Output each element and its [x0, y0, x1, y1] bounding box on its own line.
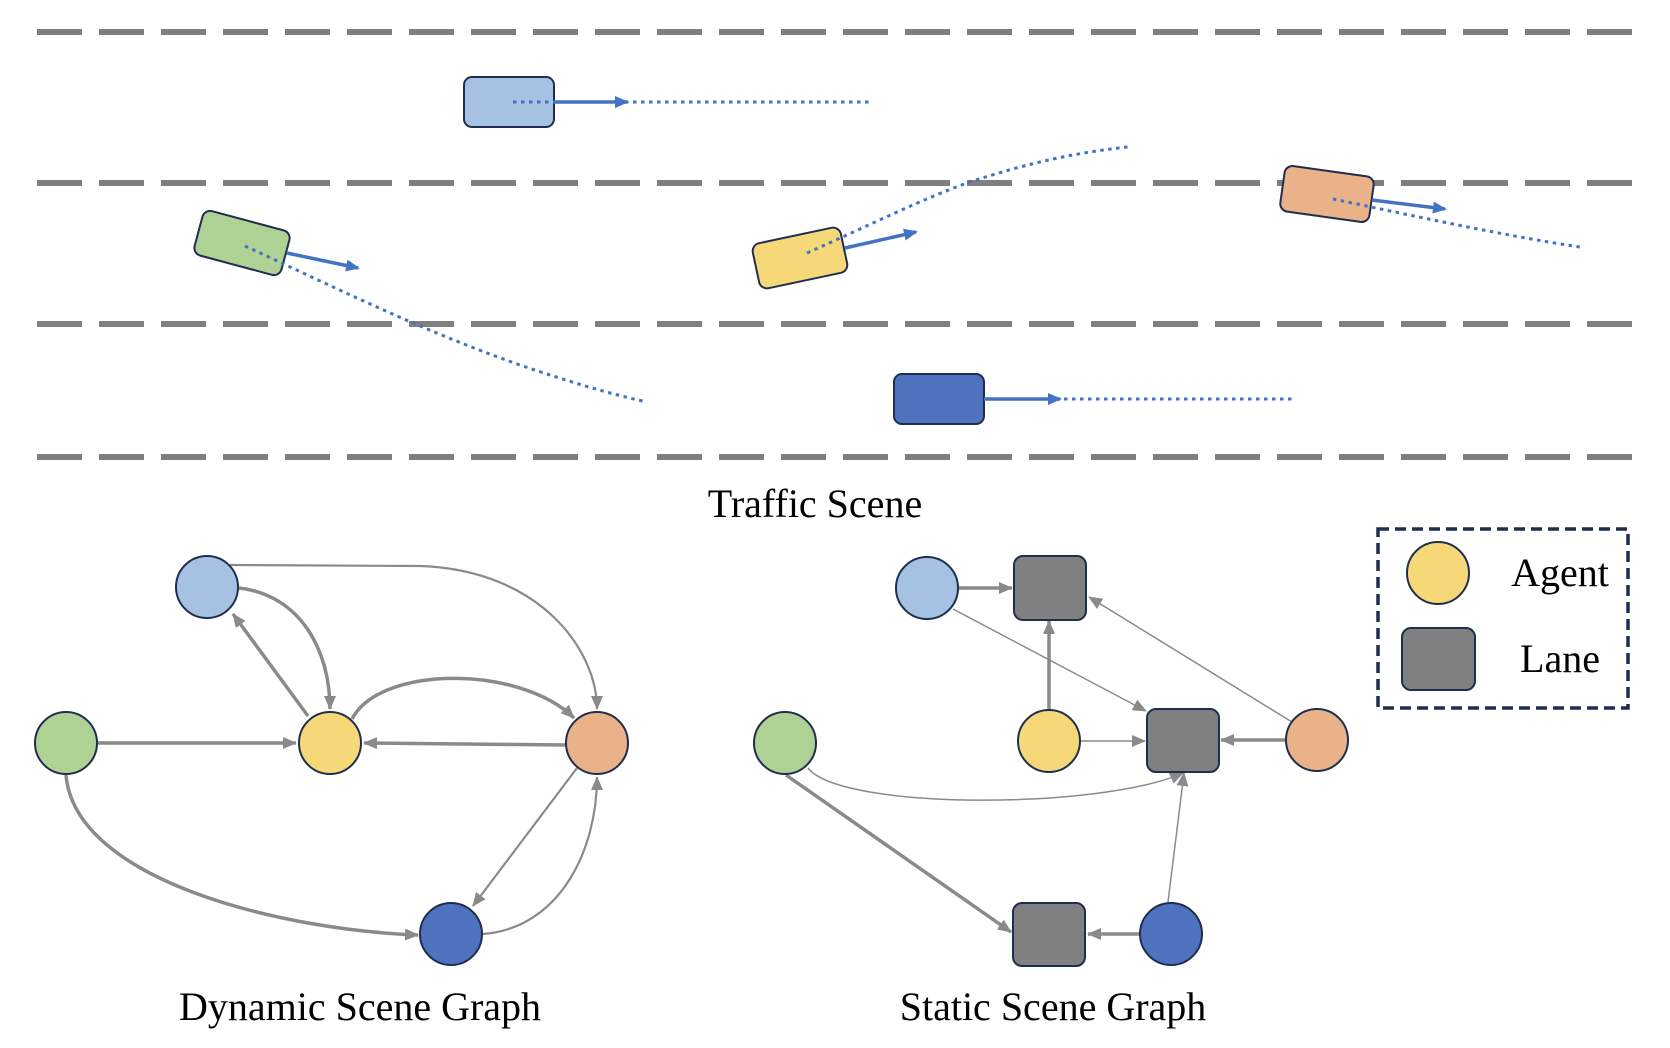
edge-orange-to-yellow	[363, 737, 566, 750]
dynamic-node-orange	[565, 711, 629, 775]
static-node-green	[753, 711, 817, 775]
vehicle-orange	[1279, 164, 1581, 249]
vehicle-dark-blue	[893, 373, 1295, 425]
dynamic-node-dark-blue	[419, 902, 483, 966]
heading-arrow-green	[286, 251, 360, 272]
edge-light-blue-to-lane-2	[952, 608, 1147, 712]
edge-orange-to-lane-1	[1088, 596, 1293, 723]
dynamic-scene-graph-title: Dynamic Scene Graph	[179, 984, 541, 1029]
legend-border	[1376, 527, 1630, 710]
traffic-scene-title: Traffic Scene	[708, 481, 922, 526]
static-node-lane-2	[1146, 708, 1220, 773]
edge-green-to-dark-blue	[64, 774, 419, 941]
trajectory-yellow	[806, 145, 1129, 255]
dynamic-node-yellow	[298, 711, 362, 775]
static-scene-graph: Static Scene Graph	[753, 555, 1349, 1029]
edge-orange-to-dark-blue	[472, 767, 578, 907]
static-node-lane-1	[1013, 555, 1087, 621]
heading-arrow-orange	[1371, 198, 1447, 214]
static-node-lane-3	[1012, 902, 1086, 967]
dynamic-node-light-blue	[175, 555, 239, 619]
dynamic-node-green	[34, 711, 98, 775]
trajectory-green	[244, 244, 648, 404]
vehicle-light-blue	[463, 76, 871, 128]
heading-arrow-yellow	[844, 228, 918, 250]
legend: Agent Lane	[1376, 527, 1630, 710]
vehicle-green	[193, 209, 648, 404]
edge-yellow-to-orange	[350, 676, 576, 720]
static-node-light-blue	[895, 556, 959, 620]
edge-dark-blue-to-lane-2	[1167, 772, 1189, 903]
edge-yellow-to-light-blue	[231, 612, 310, 718]
static-node-yellow	[1017, 709, 1081, 773]
edge-green-to-lane-2	[807, 767, 1184, 801]
legend-lane-icon	[1401, 627, 1476, 691]
static-node-orange	[1285, 708, 1349, 772]
static-node-dark-blue	[1139, 902, 1203, 966]
dynamic-scene-graph: Dynamic Scene Graph	[34, 555, 629, 1029]
edge-light-blue-to-orange	[229, 563, 603, 710]
edge-light-blue-to-yellow	[238, 586, 336, 710]
edge-dark-blue-to-orange	[482, 776, 603, 936]
edge-green-to-lane-3	[784, 773, 1013, 934]
legend-agent-icon	[1406, 541, 1470, 605]
legend-agent-label: Agent	[1511, 550, 1609, 595]
static-scene-graph-title: Static Scene Graph	[900, 984, 1207, 1029]
legend-lane-label: Lane	[1520, 636, 1600, 681]
traffic-scene: Traffic Scene	[37, 29, 1640, 526]
vehicle-yellow	[751, 145, 1129, 290]
